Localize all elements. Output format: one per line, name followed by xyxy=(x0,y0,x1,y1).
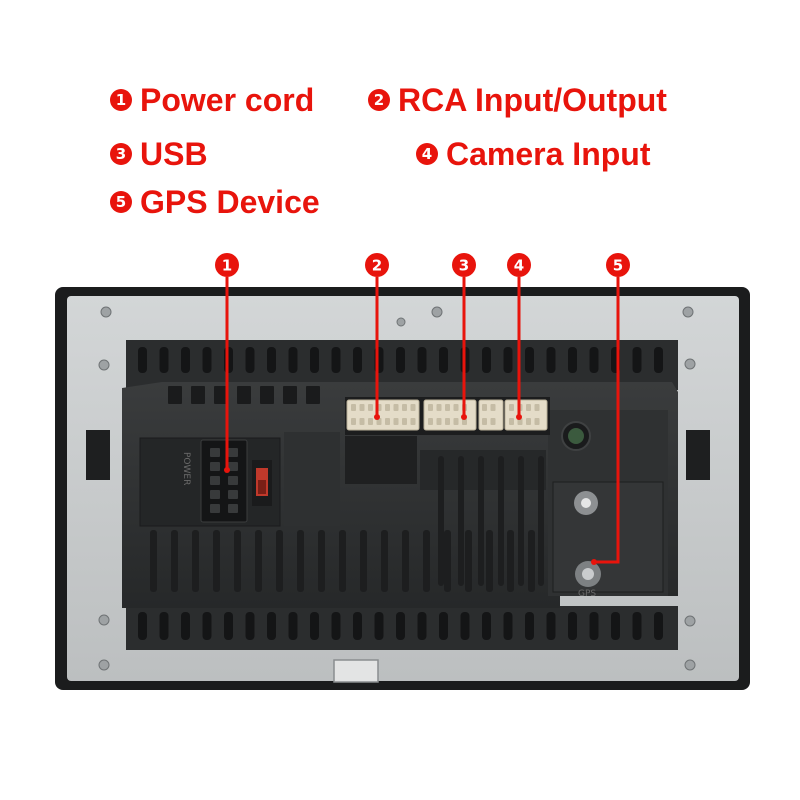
power-port-label: POWER xyxy=(181,452,191,485)
legend-item-gps: 5 GPS Device xyxy=(110,186,320,218)
power-connector xyxy=(200,439,248,523)
marker-1: 1 xyxy=(215,253,239,277)
legend-item-camera: 4 Camera Input xyxy=(416,138,650,170)
connector-bank xyxy=(345,397,550,435)
marker-3: 3 xyxy=(452,253,476,277)
gps-port-label: GPS xyxy=(578,589,596,599)
callout-endpoints xyxy=(224,414,597,565)
housing-top-ribs xyxy=(168,386,320,404)
legend-number-badge: 1 xyxy=(110,89,132,111)
marker-number: 3 xyxy=(459,257,469,275)
right-mount-tab xyxy=(686,430,710,480)
marker-number: 1 xyxy=(222,257,232,275)
legend-number-badge: 2 xyxy=(368,89,390,111)
gps-antenna-center xyxy=(582,568,594,580)
bottom-clip xyxy=(333,659,379,683)
callout-lines xyxy=(225,277,620,564)
fuse-cap xyxy=(258,480,266,494)
housing-mid-slot xyxy=(345,436,417,484)
rca-connector xyxy=(346,399,420,431)
legend-label: RCA Input/Output xyxy=(398,82,667,118)
left-mount-tab xyxy=(86,430,110,480)
microphone-port-center xyxy=(568,428,584,444)
legend-number-badge: 5 xyxy=(110,191,132,213)
marker-number: 4 xyxy=(514,257,524,275)
aux-round-port-center xyxy=(581,498,591,508)
callout-line-gps xyxy=(594,277,620,564)
housing-center-panel xyxy=(284,432,340,526)
marker-2: 2 xyxy=(365,253,389,277)
legend-label: GPS Device xyxy=(140,184,320,220)
marker-number: 5 xyxy=(613,257,623,275)
legend-number-badge: 3 xyxy=(110,143,132,165)
legend-number-badge: 4 xyxy=(416,143,438,165)
frame-screws xyxy=(98,306,696,671)
legend-item-rca: 2 RCA Input/Output xyxy=(368,84,667,116)
legend-label: USB xyxy=(140,136,208,172)
legend-item-power-cord: 1 Power cord xyxy=(110,84,314,116)
legend-item-usb: 3 USB xyxy=(110,138,208,170)
marker-4: 4 xyxy=(507,253,531,277)
marker-number: 2 xyxy=(372,257,382,275)
power-connector-pins xyxy=(210,448,238,513)
marker-5: 5 xyxy=(606,253,630,277)
legend-label: Camera Input xyxy=(446,136,651,172)
housing-right-panel xyxy=(552,481,664,593)
legend-label: Power cord xyxy=(140,82,315,118)
lower-vent-slots xyxy=(138,612,663,640)
housing-lower-ribs xyxy=(150,456,544,592)
